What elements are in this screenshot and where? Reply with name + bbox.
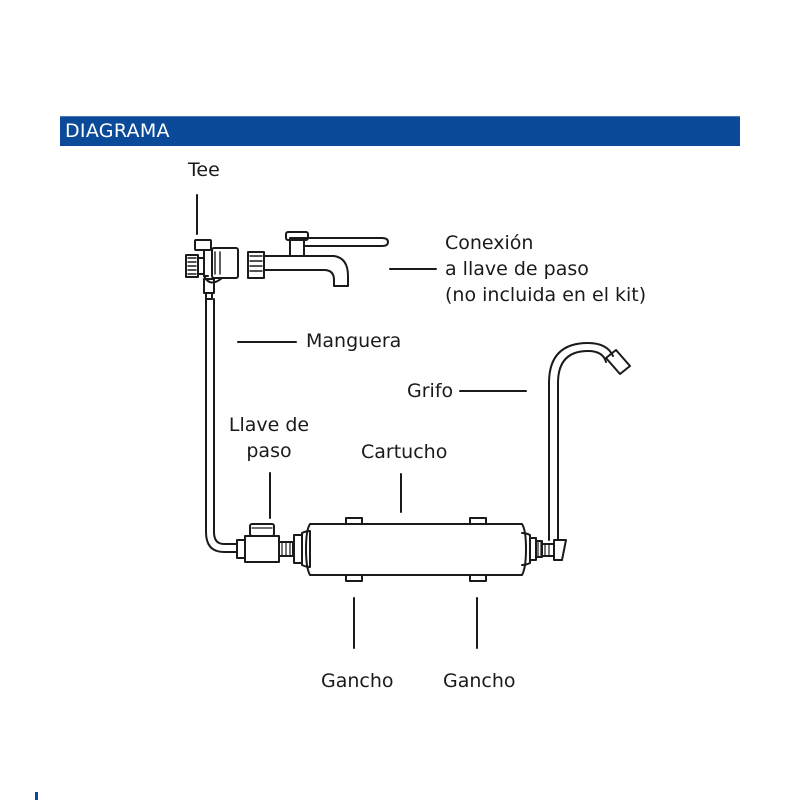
label-conexion-line3: (no incluida en el kit) [445, 284, 647, 306]
label-manguera: Manguera [306, 330, 402, 352]
hook-icon [345, 517, 487, 582]
label-gancho-right: Gancho [443, 670, 516, 692]
label-gancho-left: Gancho [321, 670, 394, 692]
filter-cartridge-icon [293, 523, 543, 576]
leader-lines [196, 194, 527, 649]
label-grifo: Grifo [407, 380, 454, 402]
label-tee: Tee [188, 159, 220, 181]
label-llave-line1: Llave de [228, 414, 310, 436]
label-conexion-line2: a llave de paso [445, 258, 589, 280]
wall-tap-icon [247, 231, 389, 287]
label-llave-line2: paso [246, 440, 292, 462]
label-conexion-line1: Conexión [445, 232, 534, 254]
faucet-icon [541, 342, 631, 561]
hose [205, 298, 238, 553]
section-title: DIAGRAMA [65, 120, 170, 142]
section-header: DIAGRAMA [60, 116, 740, 146]
shutoff-valve-icon [236, 523, 294, 563]
label-cartucho: Cartucho [361, 441, 448, 463]
tee-fitting-icon [185, 239, 239, 300]
edge-mark [35, 792, 38, 800]
